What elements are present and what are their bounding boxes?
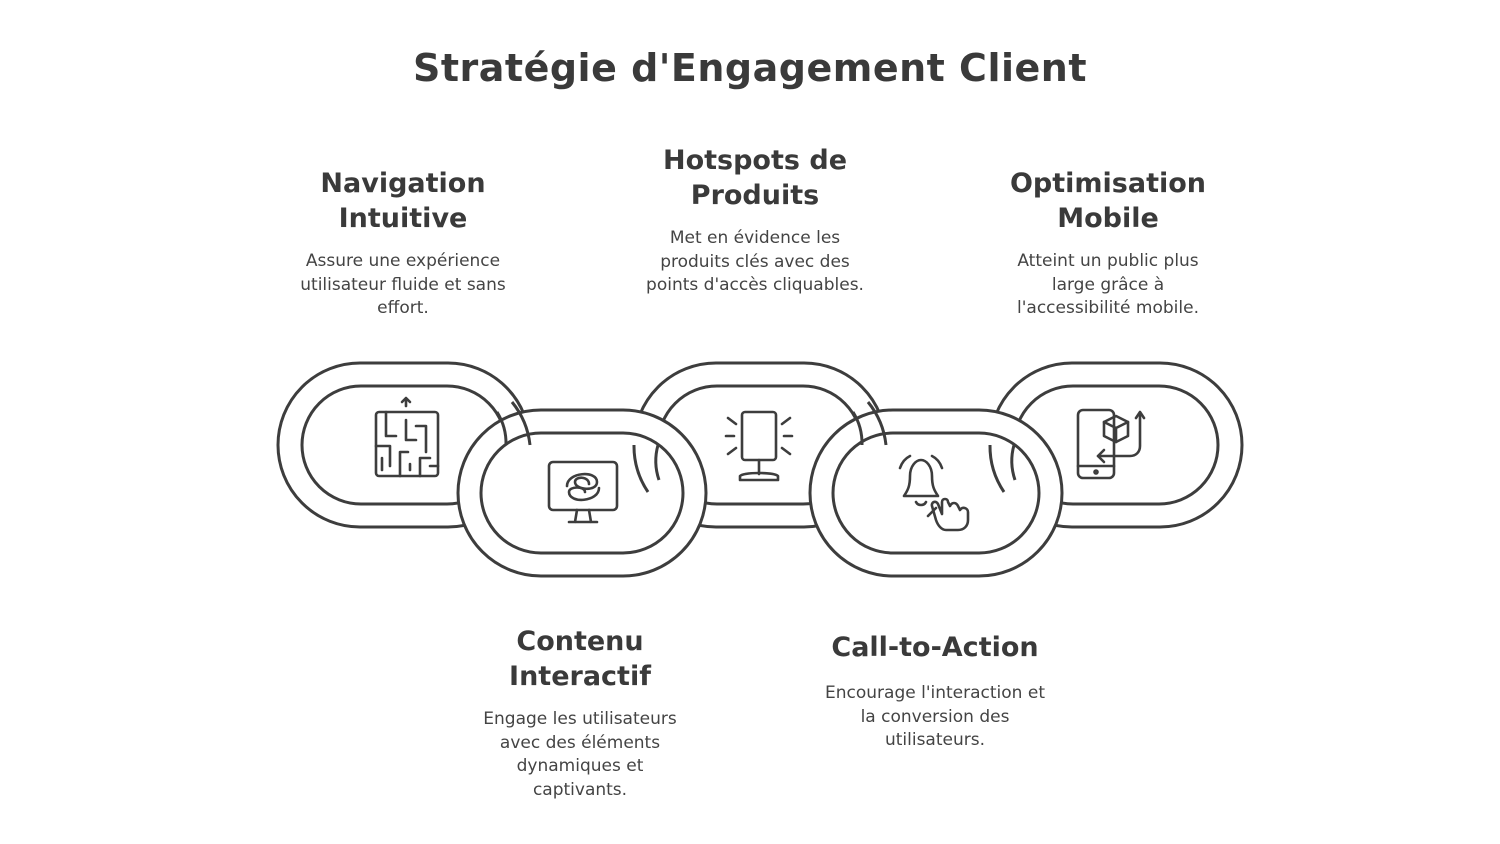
chain-link-2 (456, 408, 708, 578)
spotlight-sign-icon (724, 410, 794, 482)
step-call-to-action: Call-to-Action Encourage l'interaction e… (810, 630, 1060, 753)
step-heading: Contenu Interactif (509, 626, 651, 692)
step-interactive-content: Contenu Interactif Engage les utilisateu… (462, 624, 698, 802)
page-title: Stratégie d'Engagement Client (413, 46, 1087, 90)
step-heading: Call-to-Action (831, 632, 1039, 663)
step-description: Met en évidence les produits clés avec d… (646, 228, 864, 295)
step-heading: Navigation Intuitive (320, 168, 486, 234)
bell-tap-icon (898, 454, 970, 532)
step-description: Engage les utilisateurs avec des élément… (483, 709, 677, 800)
step-description: Encourage l'interaction et la conversion… (825, 683, 1045, 750)
step-mobile: Optimisation Mobile Atteint un public pl… (990, 166, 1226, 321)
mobile-box-icon (1076, 408, 1146, 480)
step-description: Atteint un public plus large grâce à l'a… (1017, 251, 1199, 318)
step-hotspots: Hotspots de Produits Met en évidence les… (637, 143, 873, 298)
maze-icon (374, 396, 440, 478)
monitor-swirl-icon (547, 460, 619, 524)
step-description: Assure une expérience utilisateur fluide… (300, 251, 506, 318)
step-heading: Hotspots de Produits (662, 145, 848, 211)
step-heading: Optimisation Mobile (1009, 168, 1207, 234)
step-navigation: Navigation Intuitive Assure une expérien… (285, 166, 521, 321)
